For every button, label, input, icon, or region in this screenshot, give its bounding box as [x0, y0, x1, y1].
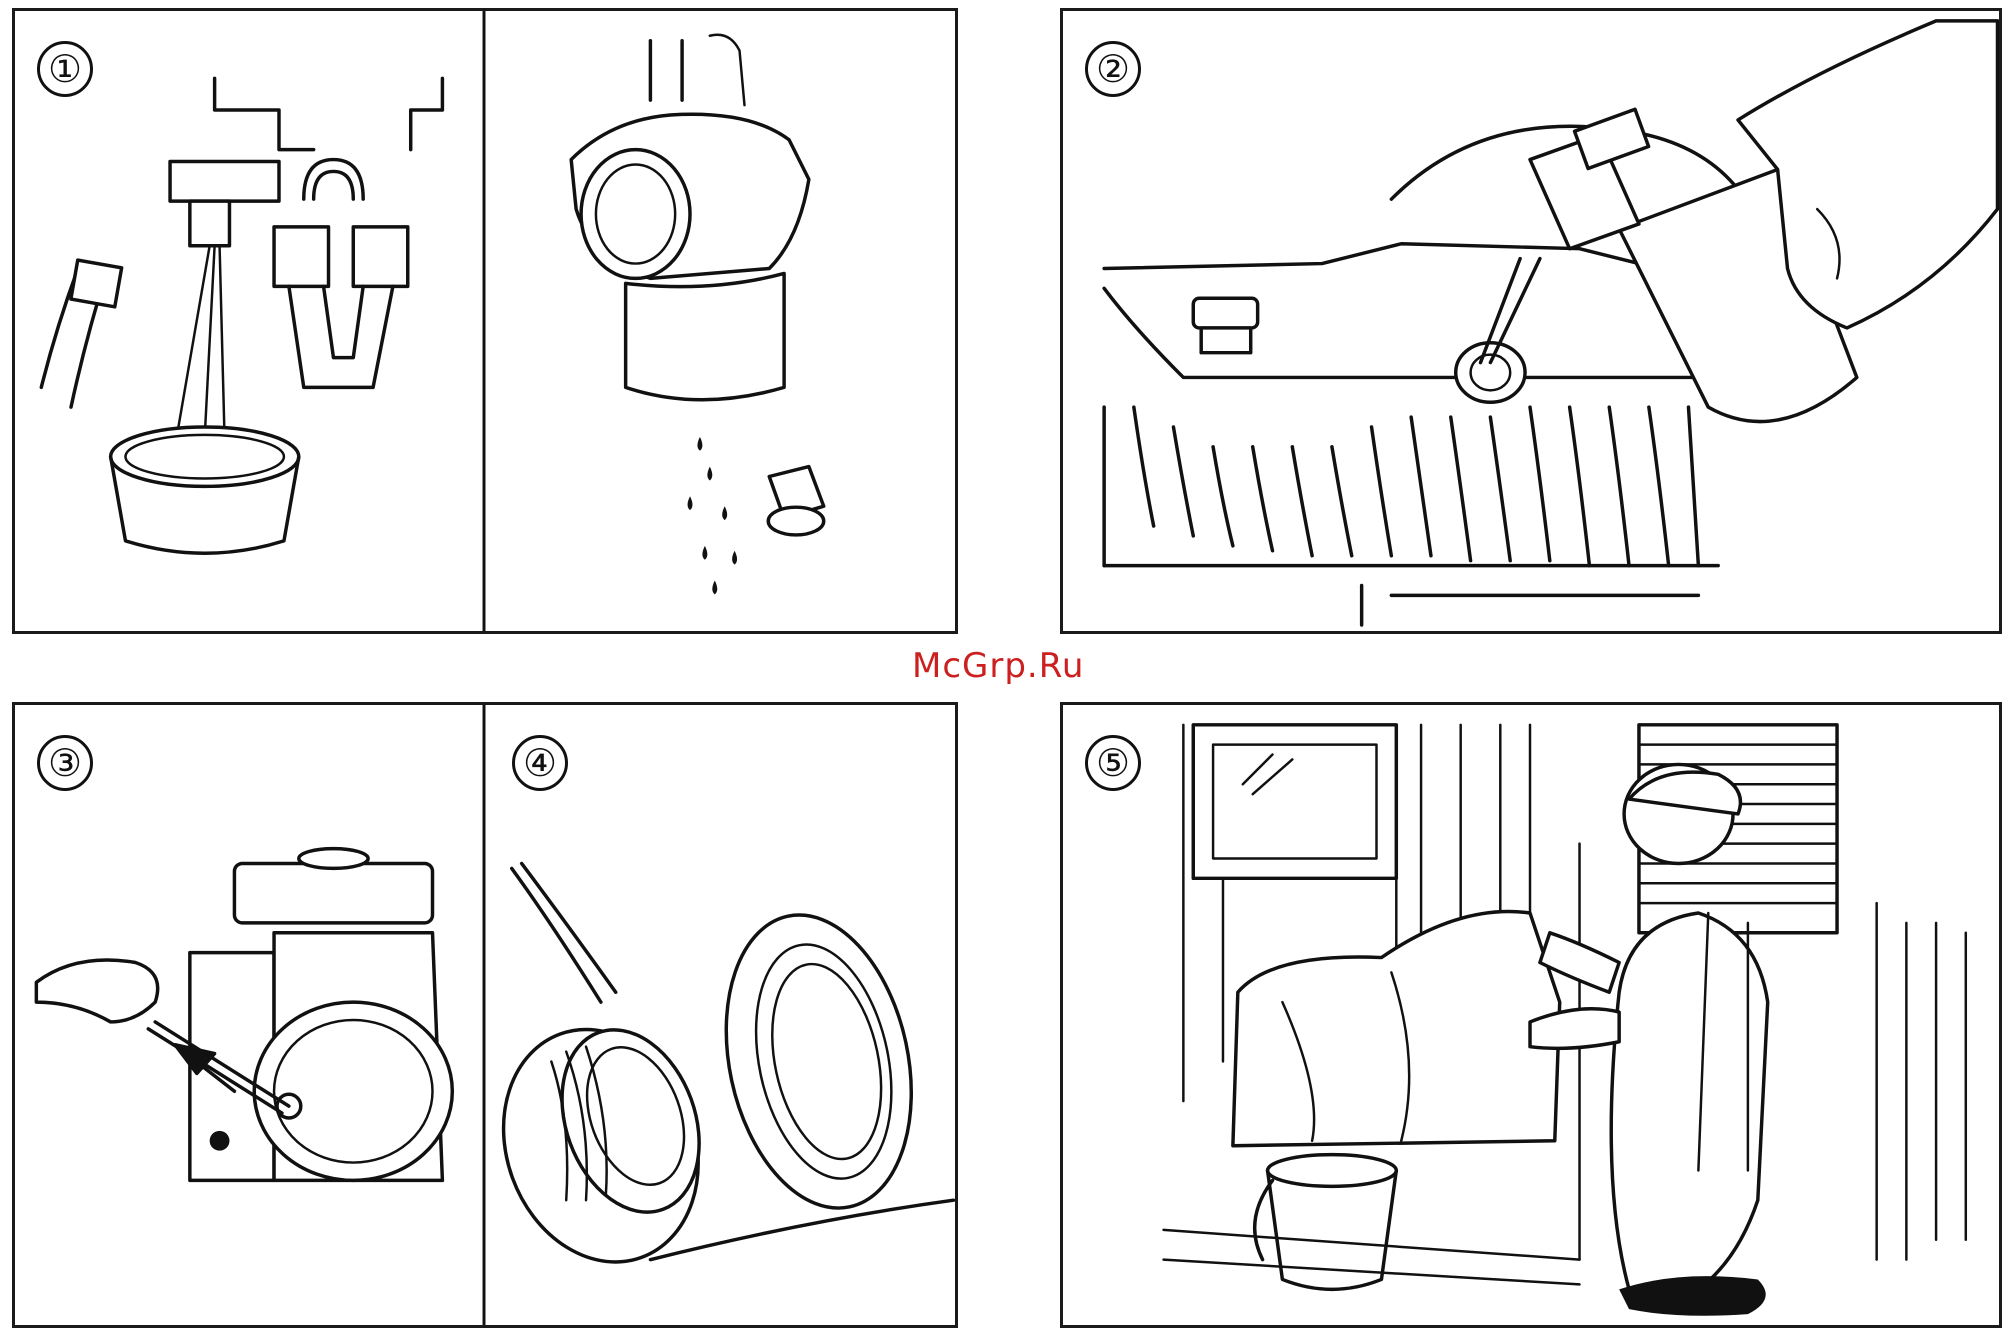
step-number-5: ⑤ [1085, 735, 1141, 791]
panel-step-2: ② [1060, 8, 2002, 634]
panel-step-1: ① [12, 8, 958, 634]
panel-step-5: ⑤ [1060, 702, 2002, 1328]
step-number-4: ④ [512, 735, 568, 791]
step-number-3: ③ [37, 735, 93, 791]
step-1-illustration [15, 11, 955, 631]
step-number-2: ② [1085, 41, 1141, 97]
step-5-illustration [1063, 705, 1999, 1325]
step-2-illustration [1063, 11, 1999, 631]
step-3-4-illustration [15, 705, 955, 1325]
watermark-text: McGrp.Ru [912, 646, 1084, 686]
step-number-1: ① [37, 41, 93, 97]
panel-step-3-4: ③ ④ [12, 702, 958, 1328]
